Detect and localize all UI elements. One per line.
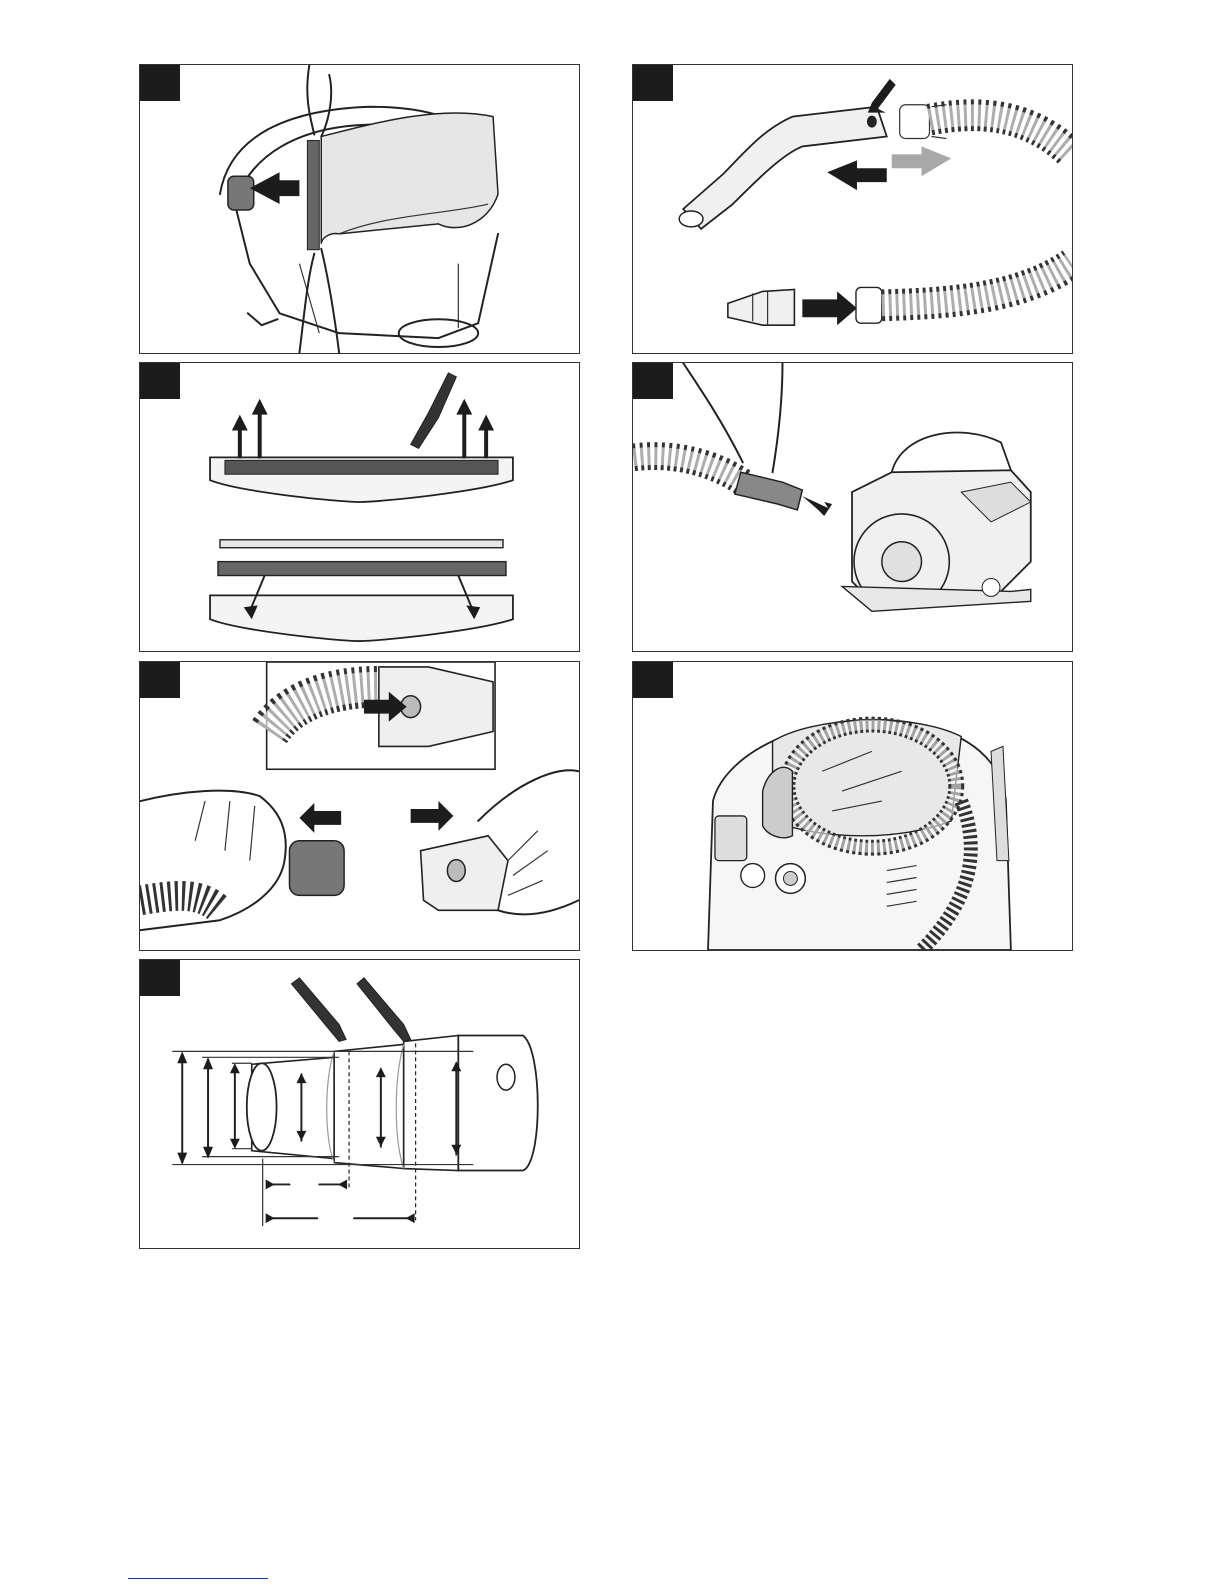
- fig-tool-connect: [632, 362, 1073, 652]
- hose-adapter-remove-illustration: [140, 662, 579, 950]
- fig-hose-handle: [632, 64, 1073, 354]
- fig-bag-insert: [139, 64, 580, 354]
- adapter-cut-to-size-illustration: [140, 960, 579, 1248]
- fig-hose-adapter: [139, 661, 580, 951]
- fig-floor-nozzle: [139, 362, 580, 652]
- floor-nozzle-strip-replace-illustration: [140, 363, 579, 651]
- fig-adapter-cut: [139, 959, 580, 1249]
- dust-bag-insert-illustration: [140, 65, 579, 353]
- fig-hose-storage: [632, 661, 1073, 951]
- hose-handle-connect-illustration: [633, 65, 1072, 353]
- footer-rule: [128, 1578, 268, 1579]
- hose-storage-illustration: [633, 662, 1072, 950]
- power-tool-connect-illustration: [633, 363, 1072, 651]
